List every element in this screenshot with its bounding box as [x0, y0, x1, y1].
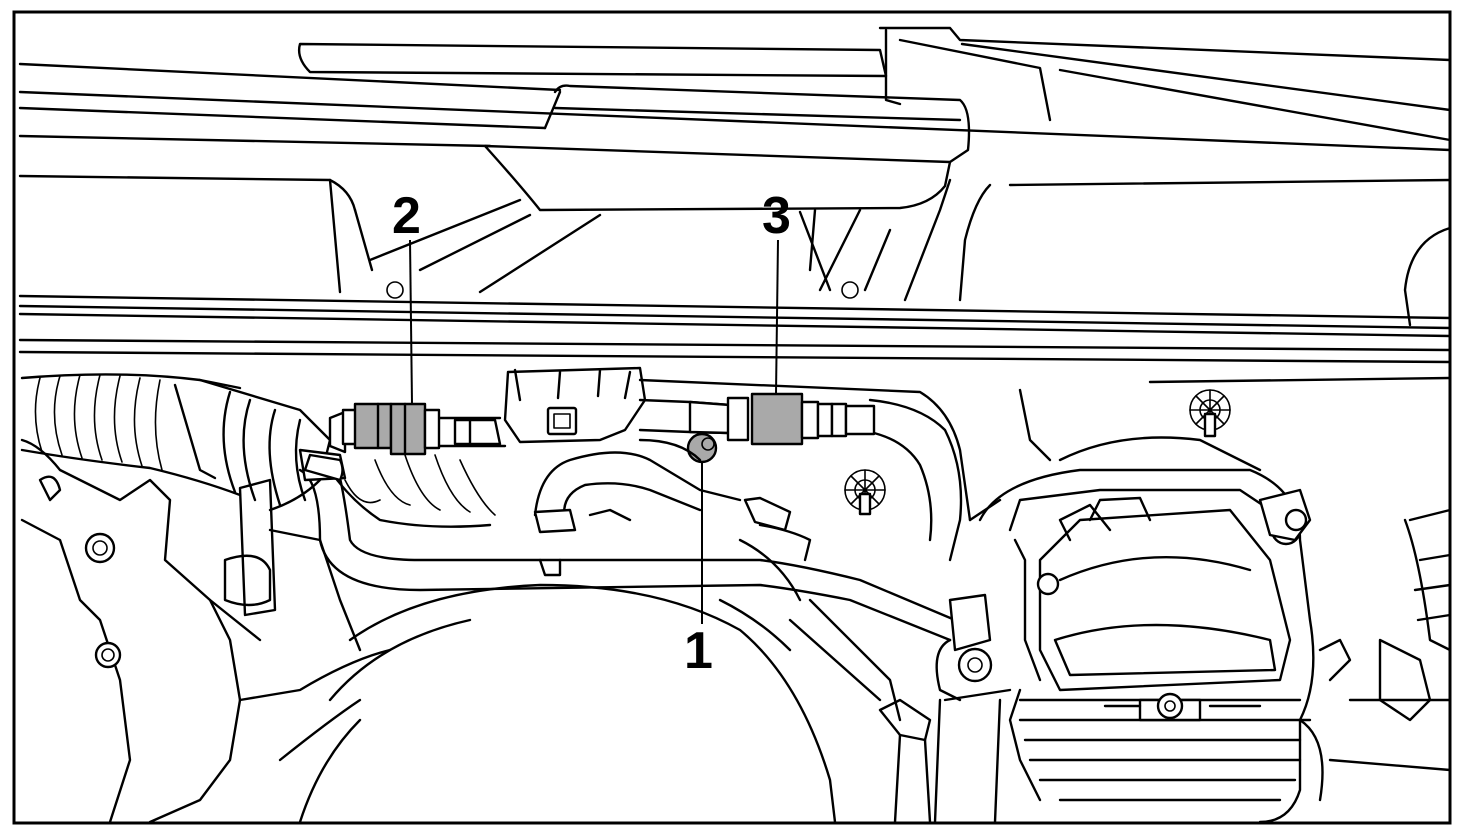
- callout-label-1: 1: [684, 622, 713, 680]
- throttle-body-bolts: [933, 593, 1012, 824]
- fuel-hose: [428, 366, 963, 562]
- connector-2: [328, 402, 441, 456]
- wiper-arm: [297, 26, 1452, 142]
- connector-2-nut: [389, 402, 427, 456]
- callout-leader-3: [775, 239, 779, 395]
- callout-label-3: 3: [762, 187, 791, 245]
- center-hoses: [298, 448, 957, 642]
- far-right-details: [1298, 508, 1452, 802]
- connector-3: [726, 392, 876, 446]
- connector-2-highlight: [353, 402, 393, 450]
- push-pin-clip-center: [844, 469, 886, 516]
- crossmember: [18, 294, 1452, 364]
- push-pin-clip-right: [1189, 389, 1231, 438]
- callout-3: 3: [762, 187, 791, 395]
- callout-leader-2: [409, 239, 413, 405]
- callout-label-2: 2: [392, 187, 421, 245]
- throttle-body: [978, 468, 1315, 824]
- callout-1: 1: [684, 462, 713, 680]
- center-component: [298, 538, 932, 824]
- firewall-contour: [638, 376, 1452, 522]
- left-bracket: [20, 438, 392, 824]
- connector-3-highlight: [750, 392, 804, 446]
- cowl-panel: [18, 62, 1452, 327]
- intake-bellows: [20, 373, 496, 528]
- callout-2: 2: [392, 187, 421, 405]
